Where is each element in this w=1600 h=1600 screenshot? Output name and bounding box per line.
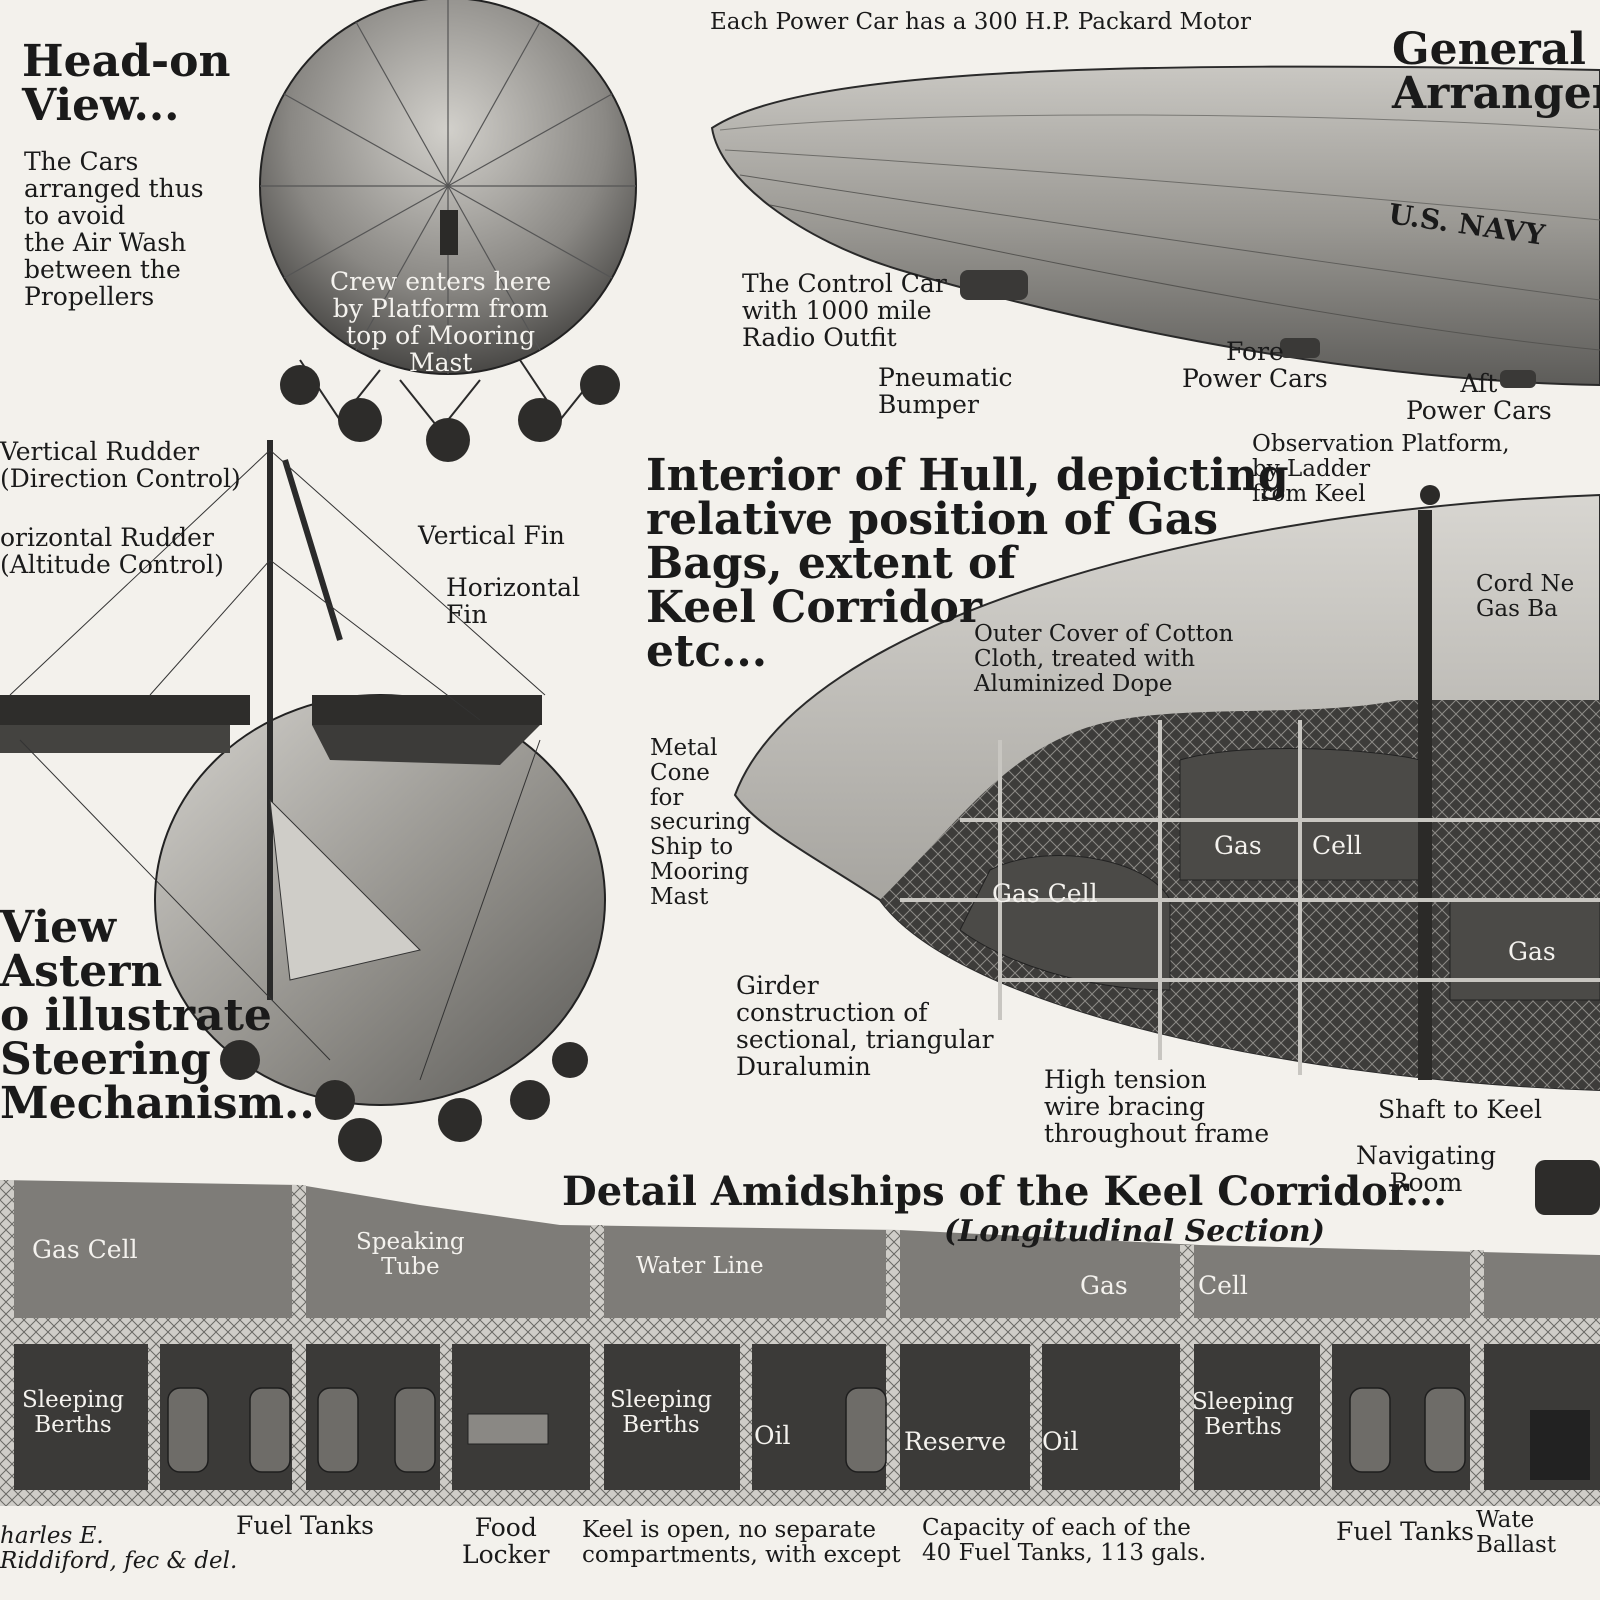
cord-net-label: Cord Ne Gas Ba: [1476, 571, 1575, 622]
signature: harles E. Riddiford, fec & del.: [0, 1523, 238, 1574]
speaking-tube-label: Speaking Tube: [356, 1229, 465, 1280]
keel-cell-label: Cell: [1198, 1271, 1248, 1300]
control-car: [960, 270, 1028, 300]
vertical-rudder-label: Vertical Rudder (Direction Control): [0, 437, 241, 493]
power-car-note: Each Power Car has a 300 H.P. Packard Mo…: [710, 9, 1251, 35]
horizontal-fin-label: Horizontal Fin: [446, 573, 581, 629]
general-arrangement-title: General Arranger: [1392, 24, 1600, 119]
keel-section: [0, 1180, 1600, 1506]
view-astern-title: View Astern o illustrate Steering Mechan…: [0, 902, 315, 1129]
detail-amidships-title: Detail Amidships of the Keel Corridor...: [562, 1168, 1447, 1215]
pneumatic-bumper-label: Pneumatic Bumper: [878, 363, 1013, 419]
fore-power-car: [1280, 338, 1320, 358]
gas-cell-label-3: Gas: [1508, 937, 1556, 966]
water-ballast-label: Wate Ballast: [1476, 1507, 1557, 1558]
navigating-room-car: [1535, 1160, 1600, 1215]
keel-gas-label: Gas: [1080, 1271, 1128, 1300]
fuel-tanks-label-1: Fuel Tanks: [236, 1511, 374, 1540]
fuel-tanks-label-2: Fuel Tanks: [1336, 1517, 1474, 1546]
capacity-note: Capacity of each of the 40 Fuel Tanks, 1…: [922, 1515, 1207, 1566]
keel-open-note: Keel is open, no separate compartments, …: [582, 1517, 901, 1568]
aft-power-car: [1500, 370, 1536, 388]
interior-title: Interior of Hull, depicting relative pos…: [646, 450, 1289, 677]
head-on-note: The Cars arranged thus to avoid the Air …: [24, 147, 204, 311]
sleeping-berths-label-1: Sleeping Berths: [22, 1387, 124, 1438]
oil-label-2: Oil: [1042, 1427, 1079, 1456]
fore-power-cars-label: Fore Power Cars: [1182, 337, 1328, 393]
girder-label: Girder construction of sectional, triang…: [736, 971, 994, 1081]
food-locker-label: Food Locker: [462, 1513, 550, 1569]
outer-cover-label: Outer Cover of Cotton Cloth, treated wit…: [974, 621, 1234, 697]
metal-cone-label: Metal Cone for securing Ship to Mooring …: [650, 735, 751, 910]
keel-gas-cell-label: Gas Cell: [32, 1235, 138, 1264]
head-on-disc: [259, 0, 637, 462]
observation-platform-label: Observation Platform, by Ladder from Kee…: [1252, 431, 1510, 507]
navigating-room-label: Navigating Room: [1356, 1141, 1496, 1197]
oil-label: Oil: [754, 1421, 791, 1450]
detail-subtitle: (Longitudinal Section): [944, 1214, 1325, 1249]
head-on-title: Head-on View...: [22, 36, 231, 131]
horizontal-rudder-label: orizontal Rudder (Altitude Control): [0, 523, 224, 579]
aft-power-cars-label: Aft Power Cars: [1406, 369, 1552, 425]
reserve-label: Reserve: [904, 1427, 1007, 1456]
water-line-label: Water Line: [636, 1253, 764, 1279]
top-hull: [710, 65, 1600, 388]
crew-enters-label: Crew enters here by Platform from top of…: [330, 267, 552, 377]
gas-cell-label-2b: Cell: [1312, 831, 1362, 860]
high-tension-label: High tension wire bracing throughout fra…: [1044, 1065, 1270, 1148]
shaft-to-keel-label: Shaft to Keel: [1378, 1095, 1543, 1124]
interior-hull: [733, 485, 1600, 1215]
astern-view: [0, 440, 606, 1162]
control-car-label: The Control Car with 1000 mile Radio Out…: [742, 269, 947, 352]
gas-cell-label-2a: Gas: [1214, 831, 1262, 860]
sleeping-berths-label-2: Sleeping Berths: [610, 1387, 712, 1438]
gas-cell-label-1: Gas Cell: [992, 879, 1098, 908]
vertical-fin-label: Vertical Fin: [418, 521, 565, 550]
sleeping-berths-label-3: Sleeping Berths: [1192, 1389, 1294, 1440]
